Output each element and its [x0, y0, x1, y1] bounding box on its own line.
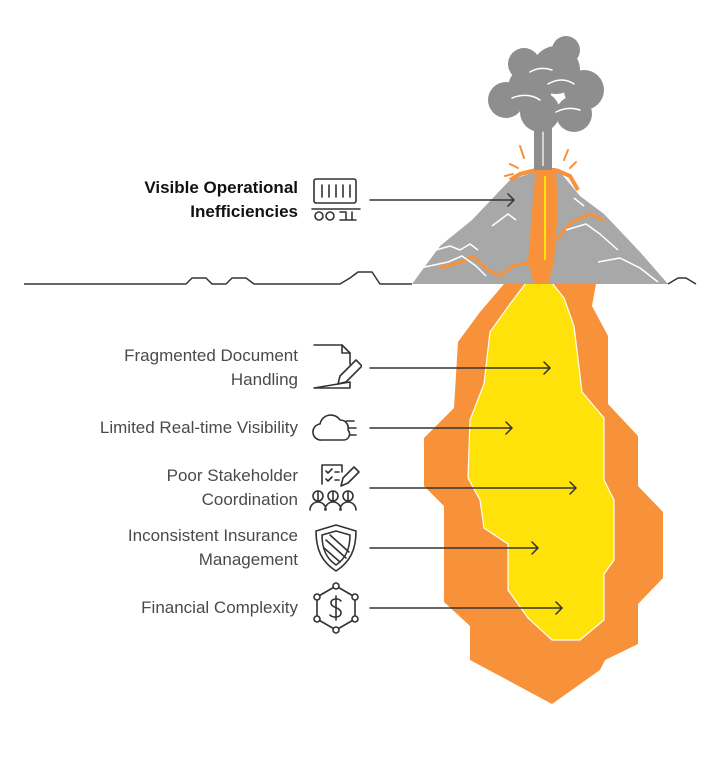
lava-flow-right [554, 212, 605, 241]
magma-chamber-inner-edge [467, 282, 615, 641]
label-line: Handling [230, 370, 298, 389]
smoke-cloud [488, 36, 604, 132]
label-visible-operational-inefficiencies: Visible Operational Inefficiencies [144, 176, 298, 224]
dollar-network-icon [313, 582, 359, 634]
arrow-coordination [369, 481, 577, 495]
ground-line [24, 271, 697, 285]
label-line: Inconsistent Insurance [127, 526, 298, 545]
label-line: Management [198, 550, 298, 569]
label-inconsistent-insurance-management: Inconsistent Insurance Management [128, 524, 298, 572]
document-edit-icon [313, 344, 362, 389]
label-line: Limited Real-time Visibility [99, 418, 298, 437]
arrow-financial [369, 601, 563, 615]
lava-channel [528, 168, 558, 284]
label-fragmented-document-handling: Fragmented Document Handling [124, 344, 298, 392]
smoke-cloud-detail [511, 67, 581, 113]
label-line: Fragmented Document [124, 346, 298, 365]
label-line: Poor Stakeholder [166, 466, 298, 485]
arrow-insurance [369, 541, 539, 555]
arrow-visible [369, 193, 515, 207]
lava-flow-left [439, 254, 533, 278]
arrow-document [369, 361, 551, 375]
group-checklist-icon [309, 464, 360, 511]
label-poor-stakeholder-coordination: Poor Stakeholder Coordination [167, 464, 298, 512]
label-limited-real-time-visibility: Limited Real-time Visibility [100, 416, 298, 440]
arrow-visibility [369, 421, 513, 435]
lava-rim [508, 168, 580, 191]
label-line: Coordination [201, 490, 298, 509]
shield-icon [315, 524, 357, 572]
eruption-sparks [504, 145, 577, 177]
rock-facet-lines [419, 197, 659, 283]
label-line: Inefficiencies [190, 202, 298, 221]
label-financial-complexity: Financial Complexity [141, 596, 298, 620]
label-line: Financial Complexity [141, 598, 298, 617]
label-line: Visible Operational [144, 178, 298, 197]
magma-chamber-inner [468, 283, 614, 640]
conveyor-cart-icon [311, 178, 361, 221]
cloud-fog-icon [312, 414, 357, 441]
pointer-arrows [369, 193, 577, 615]
